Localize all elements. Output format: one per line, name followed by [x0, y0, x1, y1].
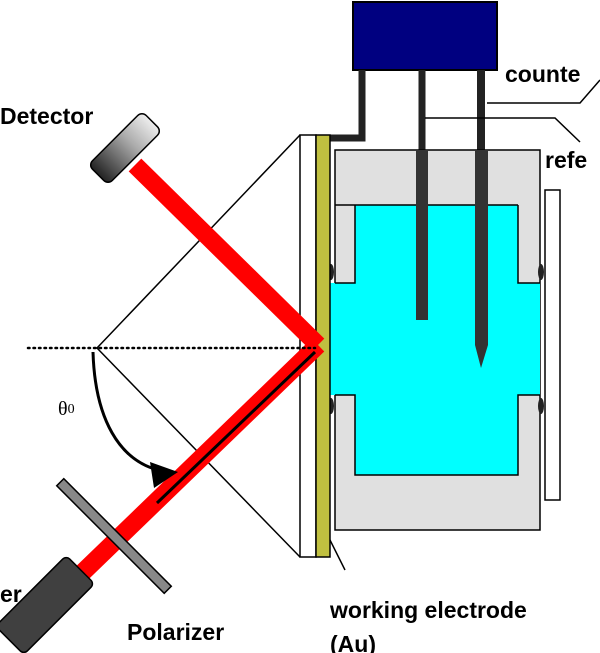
- potentiostat-box: [352, 1, 498, 71]
- polarizer-label: Polarizer: [127, 619, 224, 645]
- counter-leader-line: [487, 79, 600, 104]
- reference-electrode-label: refe: [545, 147, 587, 173]
- reflected-beam: [128, 158, 325, 352]
- counter-electrode-rod: [475, 150, 488, 368]
- counter-electrode-label: counte: [505, 61, 580, 87]
- reference-electrode-rod: [416, 150, 428, 320]
- polarizer-icon: [55, 477, 173, 595]
- cell-back-plate: [544, 189, 561, 501]
- working-electrode-label: working electrode: [329, 597, 527, 623]
- working-electrode-wire: [330, 70, 366, 142]
- incidence-angle-arc: [91, 351, 159, 472]
- electrolyte-window-region: [330, 283, 540, 395]
- detector-icon: [89, 112, 161, 184]
- prism-outline: [95, 134, 301, 558]
- detector-label: Detector: [0, 103, 93, 129]
- beam-axis-line: [155, 350, 317, 505]
- reference-leader-line: [425, 117, 581, 143]
- laser-label: er: [0, 581, 22, 607]
- angle-arrowhead-icon: [150, 462, 178, 488]
- theta-label: θ0: [58, 398, 75, 420]
- laser-source-icon: [0, 556, 94, 653]
- gold-label: (Au): [330, 631, 376, 653]
